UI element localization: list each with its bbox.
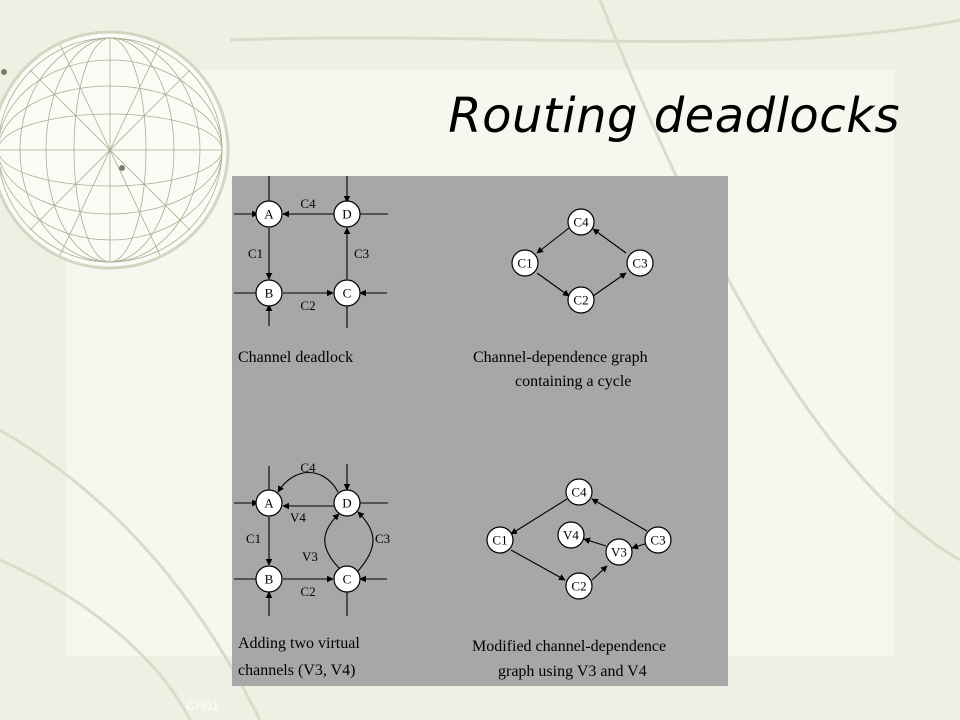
slide-title: Routing deadlocks xyxy=(448,88,900,144)
svg-text:B: B xyxy=(265,286,274,301)
router-node-c: C xyxy=(333,279,361,307)
channel-c4-arrow xyxy=(277,471,339,493)
svg-text:C4: C4 xyxy=(571,485,587,500)
panel-caption: channels (V3, V4) xyxy=(238,662,355,679)
svg-text:C1: C1 xyxy=(517,256,532,271)
svg-text:C3: C3 xyxy=(632,256,647,271)
router-node-d: D xyxy=(333,200,361,228)
svg-text:C2: C2 xyxy=(571,579,586,594)
panel-virtual-channels: C4 V4 C1 C3 V3 C2 A D B C Adding two vir… xyxy=(234,460,390,679)
dependence-arrow xyxy=(510,498,568,535)
panel-channel-deadlock: C4 C1 C3 C2 A D B C Channel deadlock xyxy=(234,176,388,366)
slide-footer: CH01 xyxy=(186,698,220,713)
router-node-d: D xyxy=(333,489,361,517)
panel-caption: Channel deadlock xyxy=(238,349,353,366)
channel-label: C1 xyxy=(246,531,261,546)
channel-label: C3 xyxy=(375,531,390,546)
router-node-c: C xyxy=(333,565,361,593)
svg-text:A: A xyxy=(264,496,274,511)
panel-caption: Adding two virtual xyxy=(238,635,360,652)
svg-text:C4: C4 xyxy=(573,215,589,230)
channel-label: V4 xyxy=(290,510,306,525)
dependence-arrow xyxy=(583,537,607,547)
globe-graphic xyxy=(0,30,230,270)
channel-label: C2 xyxy=(300,298,315,313)
dependence-arrow xyxy=(591,565,608,581)
dependence-arrow xyxy=(591,498,648,532)
channel-label: C4 xyxy=(300,196,316,211)
channel-node-c2: C2 xyxy=(565,572,593,600)
router-node-b: B xyxy=(255,565,283,593)
channel-node-c4: C4 xyxy=(565,478,593,506)
panel-dependence-graph-cycle: C4 C1 C3 C2 Channel-dependence graph con… xyxy=(473,208,654,390)
channel-c3-arrow xyxy=(357,511,374,572)
svg-text:C1: C1 xyxy=(492,533,507,548)
svg-text:V3: V3 xyxy=(611,545,627,560)
routing-deadlock-figure: C4 C1 C3 C2 A D B C Channel deadlock C4 … xyxy=(232,176,728,686)
router-node-a: A xyxy=(255,489,283,517)
channel-label: C4 xyxy=(300,460,316,475)
dependence-arrow xyxy=(592,228,627,254)
dependence-arrow xyxy=(536,227,570,254)
channel-node-c4: C4 xyxy=(567,208,595,236)
svg-text:C3: C3 xyxy=(650,533,665,548)
channel-node-c1: C1 xyxy=(486,526,514,554)
svg-text:C: C xyxy=(343,286,352,301)
router-node-b: B xyxy=(255,279,283,307)
panel-caption: containing a cycle xyxy=(515,373,631,390)
channel-label: V3 xyxy=(302,549,318,564)
dependence-arrow xyxy=(536,272,570,297)
channel-node-c3: C3 xyxy=(644,526,672,554)
channel-label: C2 xyxy=(300,584,315,599)
channel-v3-arrow xyxy=(324,513,340,569)
svg-text:A: A xyxy=(264,207,274,222)
channel-node-v4: V4 xyxy=(557,521,585,549)
panel-caption: graph using V3 and V4 xyxy=(498,663,647,680)
channel-node-c2: C2 xyxy=(567,286,595,314)
channel-node-c1: C1 xyxy=(511,249,539,277)
router-node-a: A xyxy=(255,200,283,228)
channel-label: C3 xyxy=(354,246,369,261)
panel-caption: Modified channel-dependence xyxy=(472,638,666,655)
channel-label: C1 xyxy=(248,246,263,261)
diagram-canvas: C4 C1 C3 C2 A D B C Channel deadlock C4 … xyxy=(234,176,672,680)
svg-text:B: B xyxy=(265,572,274,587)
svg-text:C: C xyxy=(343,572,352,587)
dependence-arrow xyxy=(592,272,627,297)
dependence-arrow xyxy=(510,549,566,581)
dependence-arrow xyxy=(631,543,646,550)
channel-node-v3: V3 xyxy=(605,538,633,566)
svg-text:V4: V4 xyxy=(563,528,579,543)
svg-text:D: D xyxy=(342,496,351,511)
channel-node-c3: C3 xyxy=(626,249,654,277)
svg-text:C2: C2 xyxy=(573,293,588,308)
panel-modified-dependence-graph: C4 C1 V4 V3 C3 C2 Modified channel-depen… xyxy=(472,478,672,680)
panel-caption: Channel-dependence graph xyxy=(473,349,648,366)
svg-text:D: D xyxy=(342,207,351,222)
